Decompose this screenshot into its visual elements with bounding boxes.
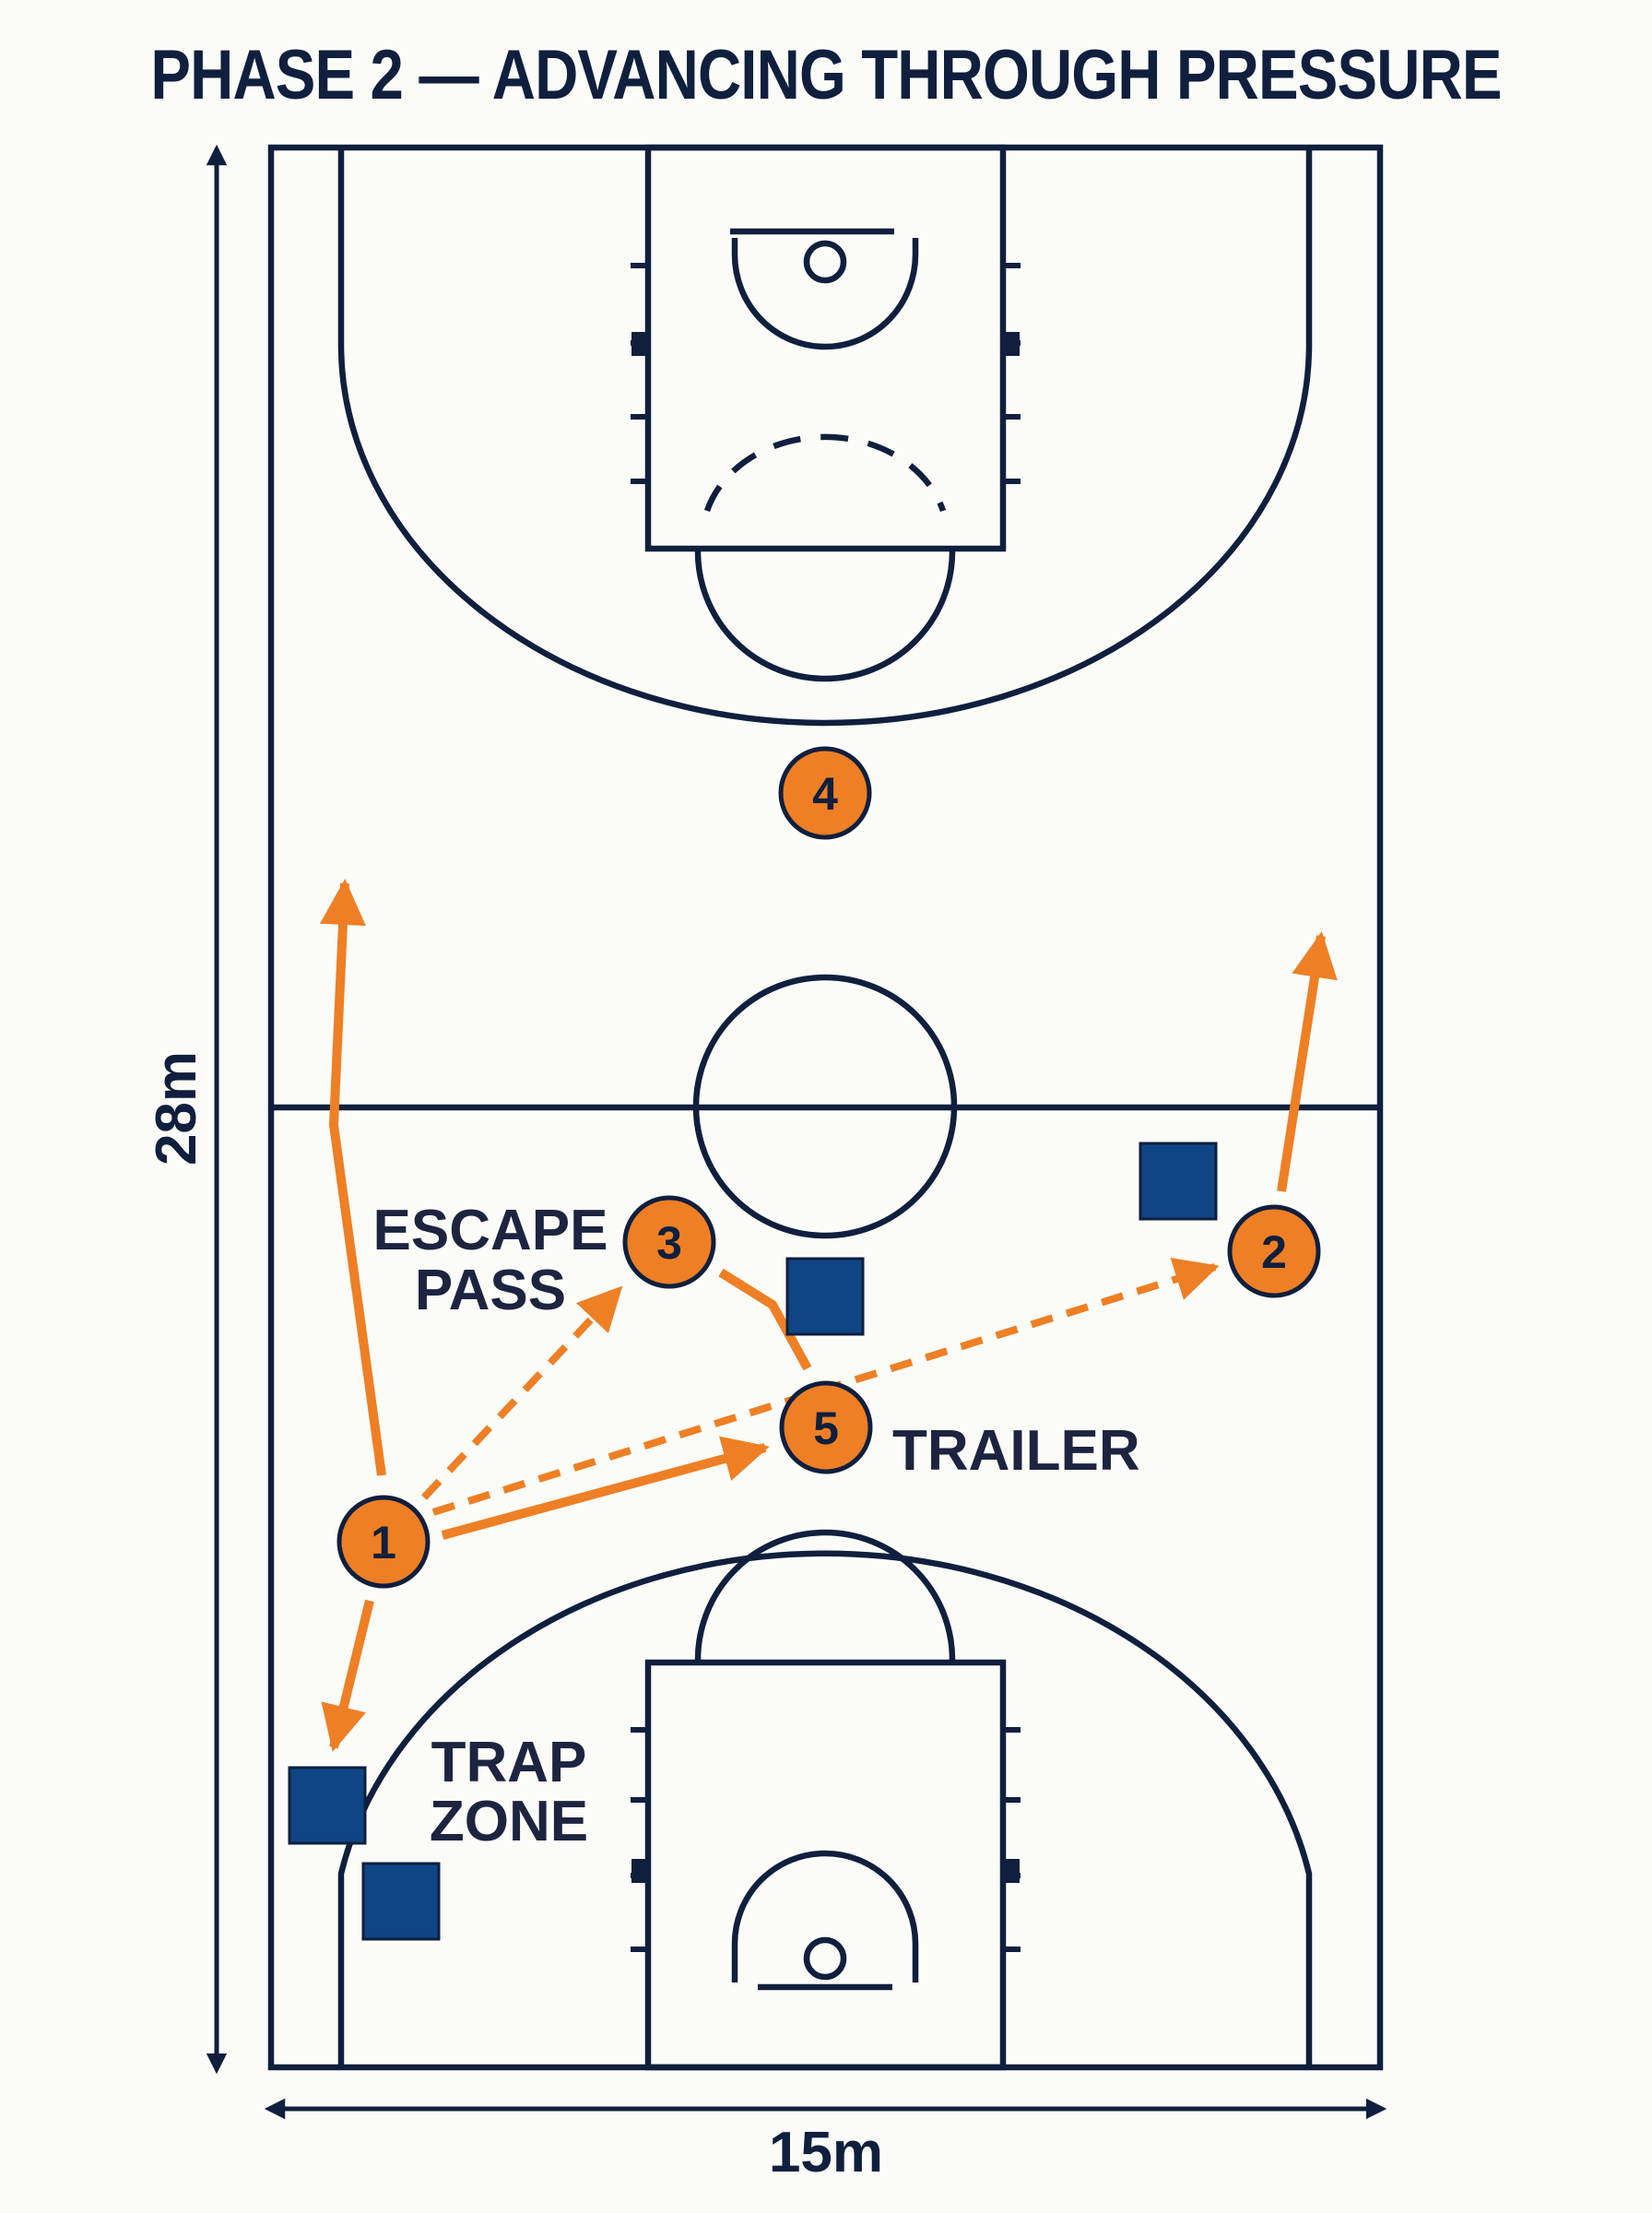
rim-bottom	[803, 1936, 847, 1981]
dimension-length: 28m	[145, 144, 228, 2075]
escape-pass-label-line1: ESCAPE	[373, 1199, 608, 1262]
player-3: 3	[622, 1195, 716, 1289]
lane-marks-bottom	[631, 1727, 1021, 1952]
trap-zone-label-line2: ZONE	[430, 1790, 588, 1853]
free-throw-circle-top-lower	[694, 550, 956, 682]
player-1: 1	[336, 1495, 431, 1589]
player-5-number: 5	[813, 1402, 839, 1454]
annotations: ESCAPE PASS TRAILER TRAP ZONE	[373, 1199, 1140, 1853]
player-5: 5	[779, 1380, 873, 1474]
trailer-label: TRAILER	[892, 1419, 1140, 1483]
movement-arrow-2-upcourt	[1277, 931, 1338, 1192]
restricted-arc-bottom	[731, 1850, 919, 1982]
player-4-number: 4	[812, 768, 838, 820]
length-label: 28m	[145, 1051, 208, 1166]
player-2-number: 2	[1261, 1226, 1287, 1278]
defender-marker	[1139, 1142, 1218, 1221]
defender-marker	[361, 1862, 441, 1941]
player-3-number: 3	[656, 1217, 682, 1269]
movement-arrow-1-upcourt	[319, 879, 386, 1476]
player-4: 4	[778, 746, 872, 840]
center-circle	[692, 974, 958, 1239]
lane-blocks-top	[631, 332, 1020, 356]
three-point-line-bottom	[337, 1550, 1313, 2067]
dimension-width: 15m	[264, 2098, 1387, 2184]
lane-blocks-bottom	[631, 1859, 1020, 1883]
free-throw-circle-bottom	[694, 1529, 956, 1661]
diagram-title: PHASE 2 — ADVANCING THROUGH PRESSURE	[150, 36, 1502, 114]
three-point-line-top	[337, 148, 1313, 727]
defenders	[288, 1142, 1218, 1941]
court-lines	[267, 144, 1384, 2071]
pass-arrow-1-to-3	[421, 1285, 623, 1500]
movement-arrow-1-to-5	[441, 1436, 770, 1540]
lane-marks-top	[631, 263, 1021, 484]
player-2: 2	[1227, 1204, 1321, 1298]
free-throw-circle-top-dashed	[703, 433, 947, 513]
width-label: 15m	[769, 2121, 883, 2184]
escape-pass-label-line2: PASS	[415, 1259, 566, 1322]
defender-marker	[785, 1257, 865, 1336]
restricted-arc-top	[731, 238, 919, 350]
rim-top	[803, 240, 847, 284]
defender-marker	[288, 1766, 367, 1845]
player-1-number: 1	[371, 1517, 396, 1568]
screen-line-3-5	[718, 1268, 812, 1371]
trap-zone-label-line1: TRAP	[431, 1731, 587, 1794]
movement-arrow-1-trap	[321, 1599, 374, 1752]
key-bottom	[644, 1659, 1007, 2071]
